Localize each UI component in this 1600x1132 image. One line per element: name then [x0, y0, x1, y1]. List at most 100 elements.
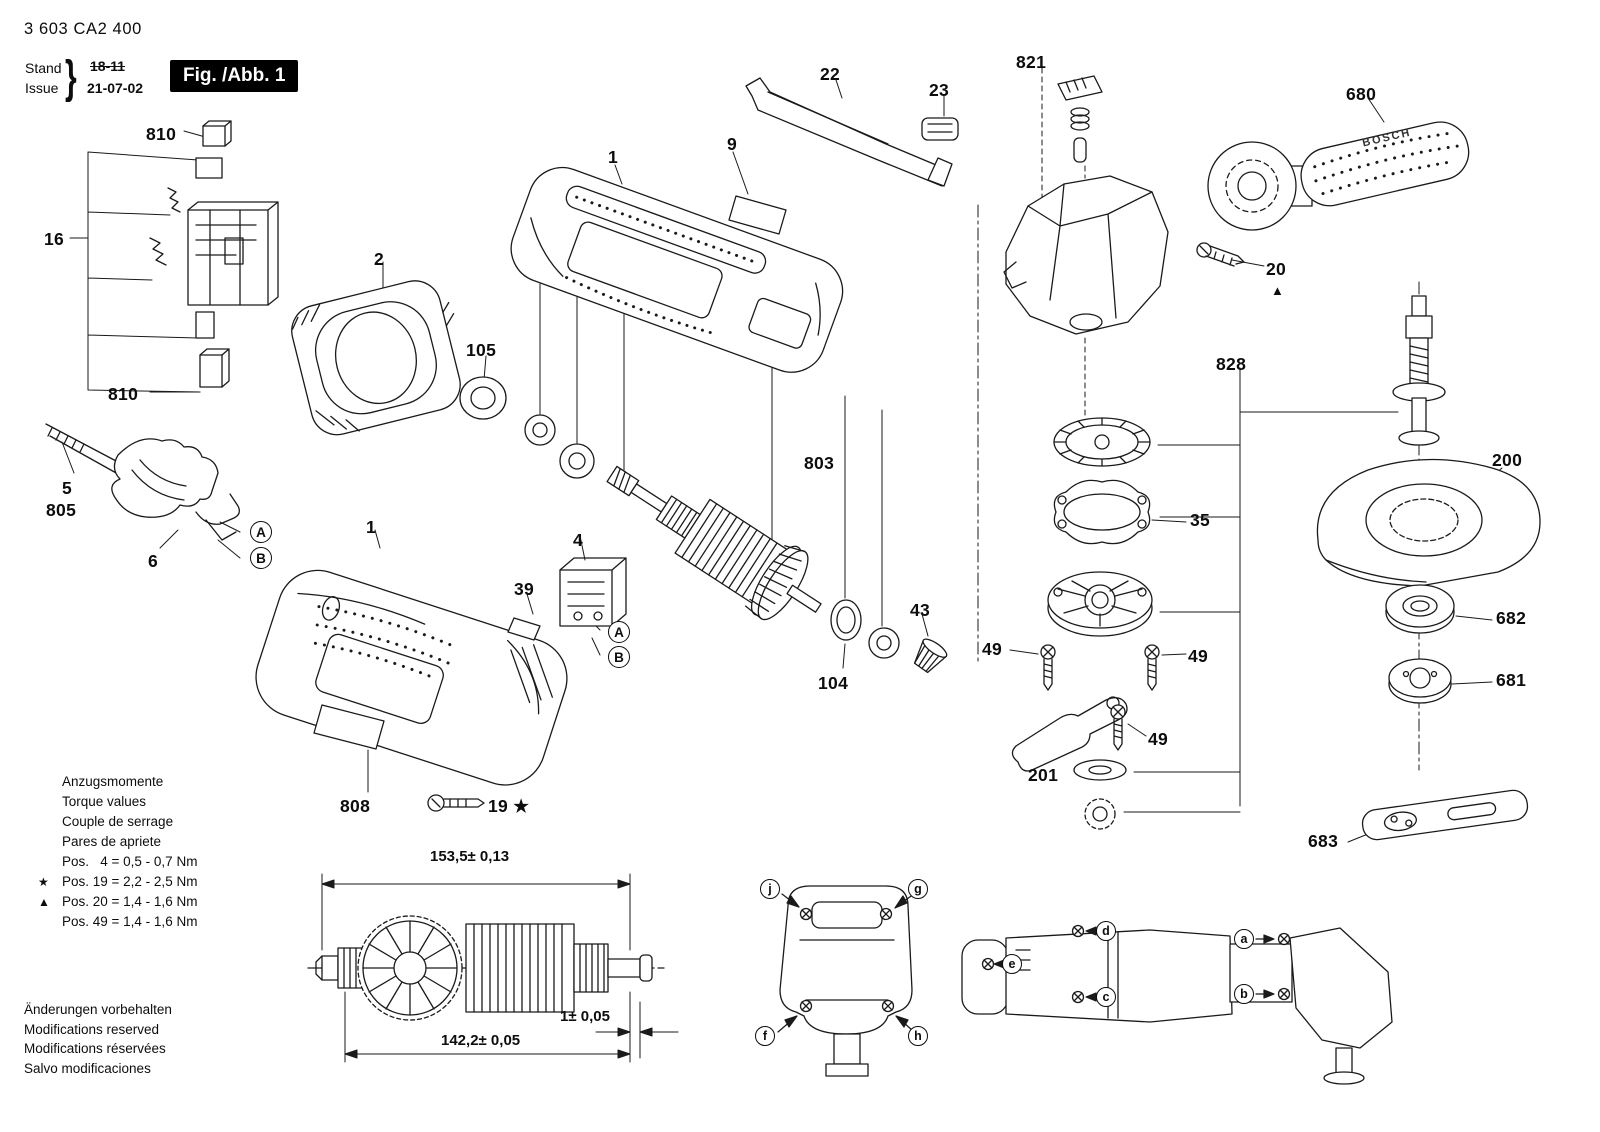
screw-letter-c: c: [1096, 987, 1116, 1007]
stator: [291, 280, 461, 436]
callout-a-cord: A: [250, 521, 272, 543]
part-label-4: 4: [573, 530, 584, 550]
part-label-683: 683: [1308, 831, 1339, 851]
bevel-gear-43: [913, 638, 948, 674]
armature-dimension-drawing: [307, 915, 665, 1021]
part-label-20: 20: [1266, 259, 1287, 279]
part-label-1-bottom: 1: [366, 517, 377, 537]
part-label-201: 201: [1028, 765, 1059, 785]
rear-view-screws: [799, 907, 895, 1013]
nameplate-9: [728, 195, 787, 235]
part-label-810-bottom: 810: [108, 384, 139, 404]
part-label-810-top: 810: [146, 124, 177, 144]
screw-letter-h: h: [908, 1026, 928, 1046]
notice-de: Änderungen vorbehalten: [24, 1002, 172, 1017]
torque-pos49: Pos. 49 = 1,4 - 1,6 Nm: [62, 914, 198, 929]
bearing-flange: [1047, 571, 1153, 637]
motor-housing-top: [510, 166, 844, 373]
torque-marker: [38, 812, 62, 832]
part-label-803: 803: [804, 453, 835, 473]
armature: [606, 465, 822, 621]
part-label-828: 828: [1216, 354, 1247, 374]
dimension-core-length: 142,2± 0,05: [441, 1032, 521, 1049]
part-label-19-number: 19: [488, 796, 509, 816]
triangle-marker: ▲: [38, 895, 50, 909]
part-label-808: 808: [340, 796, 371, 816]
clamping-nut-681: [1388, 658, 1452, 704]
nameplate-808: [313, 704, 385, 750]
issue-label: Issue: [25, 80, 59, 96]
part-label-821: 821: [1016, 52, 1047, 72]
slide-switch-rod-22: [745, 77, 953, 187]
callout-a-switch: A: [608, 621, 630, 643]
figure-title: Fig. /Abb. 1: [170, 60, 299, 92]
screw-letter-g: g: [908, 879, 928, 899]
brush-holder-assembly: [149, 120, 279, 388]
star-marker: ★: [38, 875, 49, 889]
dimension-lines: [321, 873, 679, 1063]
notice-fr: Modifications réservées: [24, 1041, 166, 1056]
notice-es: Salvo modificaciones: [24, 1060, 151, 1076]
callout-b-cord: B: [250, 547, 272, 569]
part-label-43: 43: [910, 600, 931, 620]
torque-marker: [38, 772, 62, 792]
callout-b-switch: B: [608, 646, 630, 668]
side-view: [961, 924, 1393, 1085]
part-label-49-c: 49: [1148, 729, 1169, 749]
torque-pos20: Pos. 20 = 1,4 - 1,6 Nm: [62, 894, 198, 909]
gear-housing: [1003, 175, 1169, 335]
brace-glyph: }: [65, 52, 77, 104]
part-label-104: 104: [818, 673, 849, 693]
part-label-105: 105: [466, 340, 497, 360]
button-23: [921, 117, 959, 141]
part-label-22: 22: [820, 64, 841, 84]
side-handle-680: [1207, 121, 1470, 231]
fan-wheel: [1053, 417, 1151, 467]
part-label-1-top: 1: [608, 147, 619, 167]
part-label-805: 805: [46, 500, 77, 520]
torque-marker: [38, 792, 62, 812]
armature-bearing: [868, 627, 900, 659]
torque-title-fr: Couple de serrage: [62, 814, 174, 829]
screw-letter-d: d: [1096, 921, 1116, 941]
stand-label: Stand: [25, 60, 62, 76]
rear-view: [777, 885, 915, 1077]
part-label-49-a: 49: [982, 639, 1003, 659]
torque-marker-pos49: [38, 912, 62, 932]
part-label-9: 9: [727, 134, 738, 154]
notice-en: Modifications reserved: [24, 1021, 160, 1037]
torque-title-es: Pares de apriete: [62, 834, 162, 849]
gasket-35: [1053, 479, 1151, 545]
screw-letter-e: e: [1002, 954, 1022, 974]
switch-4: [559, 557, 627, 627]
document-part-number: 3 603 CA2 400: [24, 20, 142, 38]
triangle-marker-20: ▲: [1271, 283, 1284, 298]
star-marker-19: ★: [513, 796, 530, 816]
part-label-35: 35: [1190, 510, 1211, 530]
screw-letter-j: j: [760, 879, 780, 899]
torque-pos4: Pos. 4 = 0,5 - 0,7 Nm: [62, 854, 198, 869]
dimension-offset: 1± 0,05: [560, 1008, 610, 1025]
dimension-total-length: 153,5± 0,13: [430, 848, 510, 865]
modifications-notice: Änderungen vorbehalten Modifications res…: [24, 1000, 172, 1078]
torque-marker: [38, 832, 62, 852]
pin-wrench-683: [1361, 789, 1529, 841]
wheel-guard-200: [1316, 458, 1541, 587]
part-label-16: 16: [44, 229, 65, 249]
torque-values-block: Anzugsmomente Torque values Couple de se…: [38, 772, 197, 932]
circlip-104: [830, 599, 862, 641]
slider-39: [507, 617, 541, 641]
washer: [1073, 759, 1127, 781]
rear-view-arrows: [777, 893, 915, 1033]
motor-housing-bottom: [255, 569, 568, 786]
screw-19: [427, 794, 485, 812]
part-label-200: 200: [1492, 450, 1523, 470]
ball-bearings: [524, 414, 595, 479]
part-label-19: 19 ★: [488, 796, 529, 816]
part-label-49-b: 49: [1188, 646, 1209, 666]
part-label-5: 5: [62, 478, 73, 498]
side-view-screws: [981, 924, 1291, 1004]
lever-201: [1011, 696, 1128, 772]
